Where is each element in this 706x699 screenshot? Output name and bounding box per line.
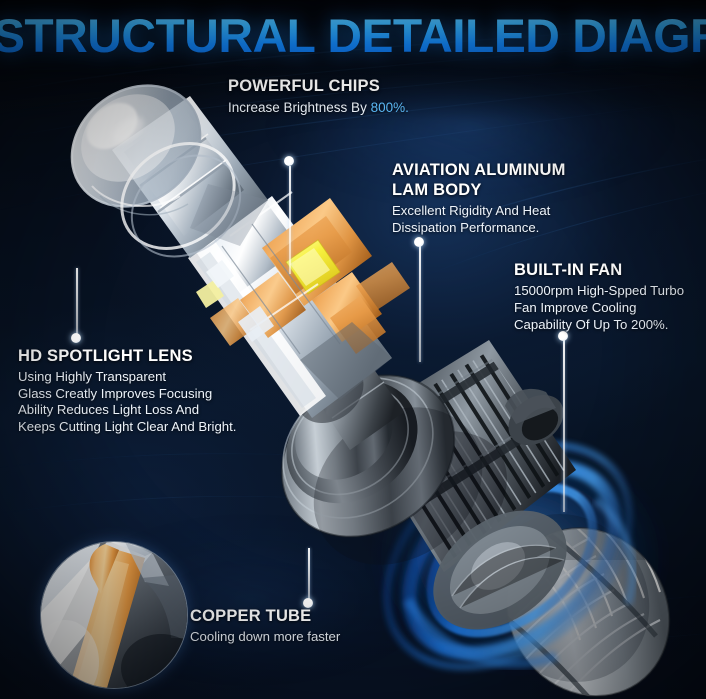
callout-body-highlight-powerful-chips: 800%. [370, 100, 409, 116]
leader-dot-aviation-aluminum [414, 237, 424, 247]
callout-body-text-powerful-chips: Increase Brightness By [228, 100, 371, 116]
callout-title-hd-spotlight-lens: HD SPOTLIGHT LENS [18, 347, 193, 365]
leader-line-copper-tube [308, 548, 310, 602]
copper-tube-closeup [41, 542, 187, 688]
callout-body-copper-tube: Cooling down more faster [190, 629, 341, 645]
callout-powerful-chips: POWERFUL CHIPS Increase Brightness By 80… [228, 76, 409, 116]
copper-tube-magnifier [40, 541, 188, 689]
callout-aviation-aluminum-lam-body: AVIATION ALUMINUM LAM BODY Excellent Rig… [392, 160, 566, 237]
leader-line-powerful-chips [289, 166, 291, 274]
callout-hd-spotlight-lens: HD SPOTLIGHT LENS Using Highly Transpare… [18, 346, 236, 436]
callout-body-powerful-chips: Increase Brightness By 800%. [228, 99, 409, 116]
callout-body-aviation-aluminum-lam-body: Excellent Rigidity And Heat Dissipation … [392, 203, 551, 236]
callout-title-aviation-aluminum-lam-body: AVIATION ALUMINUM LAM BODY [392, 161, 566, 200]
callout-body-built-in-fan: 15000rpm High-Spped Turbo Fan Improve Co… [514, 283, 685, 332]
callout-built-in-fan: BUILT-IN FAN 15000rpm High-Spped Turbo F… [514, 260, 684, 334]
leader-dot-hd-spotlight-lens [71, 333, 81, 343]
leader-line-aviation-aluminum [419, 246, 421, 362]
leader-line-built-in-fan [563, 340, 565, 512]
leader-line-hd-spotlight-lens [76, 268, 78, 336]
callout-title-built-in-fan: BUILT-IN FAN [514, 261, 623, 279]
callout-title-powerful-chips: POWERFUL CHIPS [228, 77, 380, 95]
callout-title-copper-tube: COPPER TUBE [190, 607, 312, 625]
callout-copper-tube: COPPER TUBE Cooling down more faster [190, 606, 340, 646]
callout-body-hd-spotlight-lens: Using Highly Transparent Glass Creatly I… [18, 369, 237, 434]
page-title: STRUCTURAL DETAILED DIAGRAM [0, 8, 706, 63]
leader-dot-powerful-chips [284, 156, 294, 166]
